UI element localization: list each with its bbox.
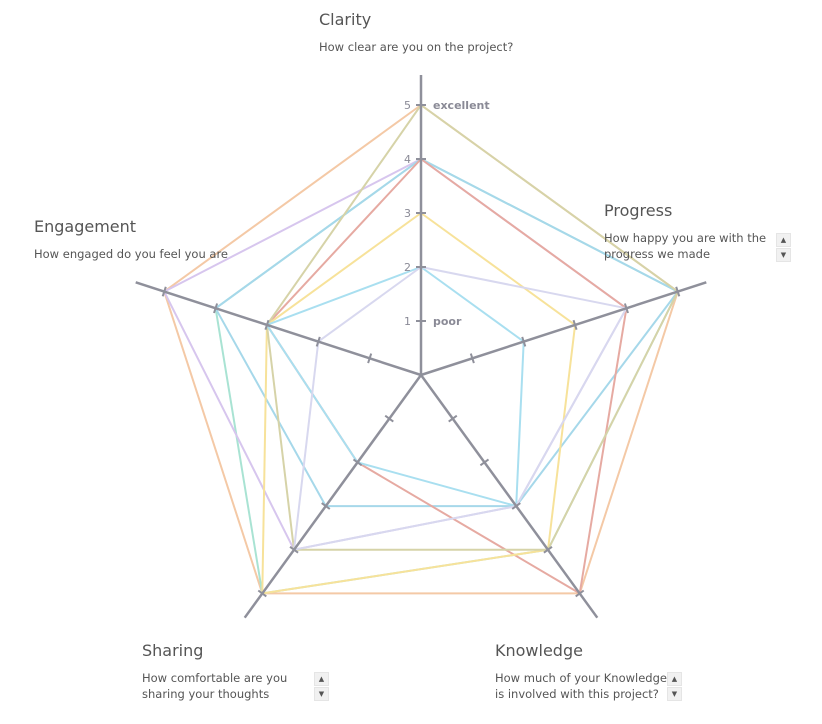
scroll-up-icon[interactable]: ▲: [776, 233, 791, 247]
tick-mark: [257, 589, 267, 598]
series-6-polygon: [261, 212, 577, 595]
axis-question-clarity: How clear are you on the project?: [319, 40, 514, 54]
tick-mark: [315, 336, 321, 347]
series-4-polygon: [214, 158, 679, 508]
tick-mark: [367, 353, 373, 364]
axis-label-knowledge: Knowledge How much of your Knowledge is …: [495, 641, 667, 702]
axis-title-knowledge: Knowledge: [495, 641, 583, 660]
series-7-polygon: [265, 104, 679, 551]
axis-layer: [135, 75, 707, 619]
scroll-up-icon[interactable]: ▲: [314, 672, 329, 686]
tick-mark: [448, 414, 458, 423]
axis-question-knowledge: How much of your Knowledge is involved w…: [495, 671, 667, 701]
series-5-polygon: [265, 158, 628, 595]
tick-mark: [352, 458, 363, 467]
tick-mark: [161, 286, 167, 297]
axis-line-progress: [420, 281, 707, 377]
tick-label: 1: [404, 315, 411, 328]
axis-label-sharing: Sharing How comfortable are you sharing …: [142, 641, 302, 702]
series-layer: [163, 104, 679, 595]
axis-title-progress: Progress: [604, 201, 673, 220]
axis-line-sharing: [243, 374, 423, 619]
series-9-polygon: [293, 266, 628, 551]
axis-title-engagement: Engagement: [34, 217, 137, 236]
tick-mark: [623, 303, 629, 314]
tick-mark: [321, 502, 331, 510]
axis-label-engagement: Engagement How engaged do you feel you a…: [34, 217, 228, 262]
scroll-down-icon[interactable]: ▼: [776, 248, 791, 262]
axis-title-sharing: Sharing: [142, 641, 204, 660]
tick-label: 5: [404, 99, 411, 112]
tick-mark: [289, 545, 299, 554]
tick-mark: [213, 303, 219, 314]
tick-mark: [572, 319, 578, 331]
sharing-scroll-control[interactable]: ▲ ▼: [314, 672, 329, 701]
series-3-polygon: [163, 158, 628, 551]
scroll-down-icon[interactable]: ▼: [314, 687, 329, 701]
tick-mark: [575, 589, 585, 598]
tick-mark: [479, 458, 490, 467]
tick-layer: 1 poor 2 3 4 5 excellent: [161, 99, 681, 598]
tick-mark: [543, 545, 553, 554]
axis-label-clarity: Clarity How clear are you on the project…: [319, 10, 513, 55]
tick-mark: [511, 502, 521, 510]
axis-question-engagement: How engaged do you feel you are: [34, 247, 228, 261]
axis-line-engagement: [135, 281, 422, 377]
tick-mark: [264, 319, 270, 331]
axis-line-knowledge: [419, 374, 599, 619]
tick-mark: [521, 336, 527, 347]
axis-label-progress: Progress How happy you are with the prog…: [604, 201, 772, 262]
series-8-polygon: [265, 266, 525, 508]
scroll-up-icon[interactable]: ▲: [667, 672, 682, 686]
axis-title-clarity: Clarity: [319, 10, 372, 29]
tick-label-excellent: excellent: [433, 99, 490, 112]
tick-mark: [469, 353, 475, 364]
tick-mark: [384, 414, 394, 423]
knowledge-scroll-control[interactable]: ▲ ▼: [667, 672, 682, 701]
tick-mark: [675, 286, 681, 297]
tick-label-poor: poor: [433, 315, 462, 328]
progress-scroll-control[interactable]: ▲ ▼: [776, 233, 791, 262]
tick-label: 2: [404, 261, 411, 274]
axis-question-progress: How happy you are with the progress we m…: [604, 231, 767, 261]
tick-label: 4: [404, 153, 411, 166]
axis-question-sharing: How comfortable are you sharing your tho…: [142, 671, 288, 701]
scroll-down-icon[interactable]: ▼: [667, 687, 682, 701]
tick-label: 3: [404, 207, 411, 220]
